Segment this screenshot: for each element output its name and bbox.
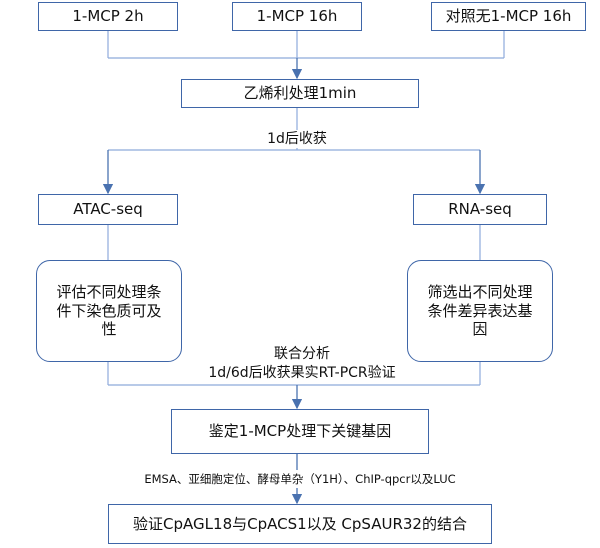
box-atac-seq: ATAC-seq xyxy=(38,194,178,225)
harvest-label: 1d后收获 xyxy=(257,130,337,148)
rna-detail-text: 筛选出不同处理条件差异表达基因 xyxy=(427,282,533,339)
box-1mcp-2h: 1-MCP 2h xyxy=(38,2,178,31)
rt-pcr-label: 1d/6d后收获果实RT-PCR验证 xyxy=(197,364,407,382)
box-final-validation: 验证CpAGL18与CpACS1以及 CpSAUR32的结合 xyxy=(108,504,492,544)
atac-detail-text: 评估不同处理条件下染色质可及性 xyxy=(56,282,162,339)
box-identify-key-genes: 鉴定1-MCP处理下关键基因 xyxy=(171,409,429,454)
methods-label: EMSA、亚细胞定位、酵母单杂（Y1H）、ChIP-qpcr以及LUC xyxy=(95,470,505,488)
box-1mcp-16h: 1-MCP 16h xyxy=(232,2,362,31)
box-ethylene-treatment: 乙烯利处理1min xyxy=(181,79,419,108)
box-atac-detail: 评估不同处理条件下染色质可及性 xyxy=(36,260,182,362)
box-rna-detail: 筛选出不同处理条件差异表达基因 xyxy=(407,260,553,362)
box-rna-seq: RNA-seq xyxy=(413,194,547,225)
box-control-16h: 对照无1-MCP 16h xyxy=(431,2,586,31)
joint-analysis-label: 联合分析 xyxy=(274,346,330,362)
